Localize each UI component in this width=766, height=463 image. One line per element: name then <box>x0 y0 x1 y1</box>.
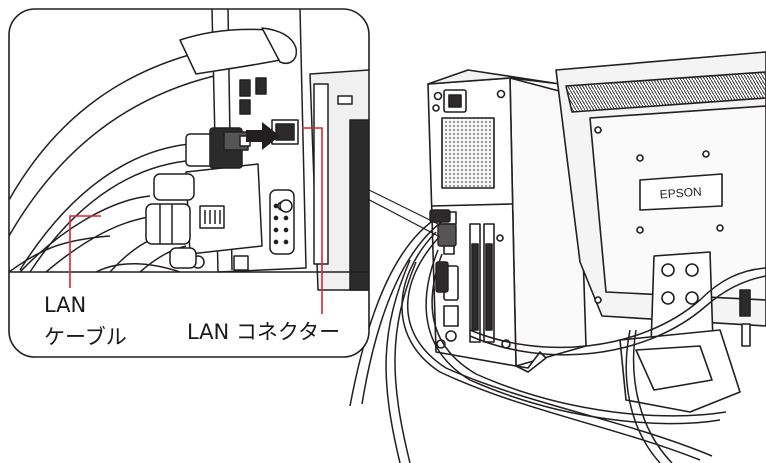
leader-lines <box>69 127 323 314</box>
connector-leader-line <box>302 127 323 314</box>
right-arrow-icon <box>246 122 280 150</box>
monitor <box>555 51 766 413</box>
pc-plugs <box>429 209 457 293</box>
cable-leader-line <box>69 215 101 288</box>
monitor-logo-text: EPSON <box>659 185 702 202</box>
zoom-lines <box>360 185 441 238</box>
lan-cable-label-line1: LAN <box>44 293 87 317</box>
inset-closeup <box>8 8 370 358</box>
lan-cable-label-line2: ケーブル <box>44 325 127 349</box>
lan-connector-label: LAN コネクター <box>187 320 341 344</box>
